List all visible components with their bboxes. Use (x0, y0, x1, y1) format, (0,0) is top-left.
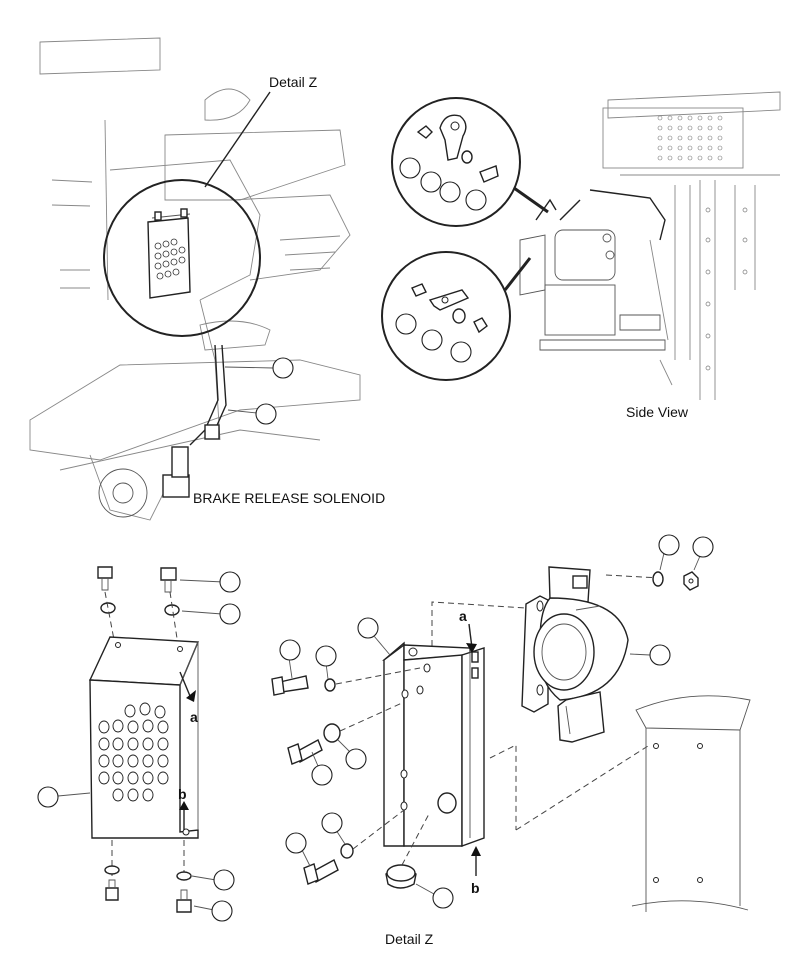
brake-release-solenoid-label: BRAKE RELEASE SOLENOID (193, 490, 385, 506)
side-view-title: Side View (626, 404, 689, 420)
callout-bubble (345, 748, 367, 770)
callout-bubble (37, 786, 59, 808)
callout-bubble (439, 181, 461, 203)
side-view-upper-magnifier (391, 97, 521, 227)
arrow-label-b-right: b (471, 880, 480, 896)
side-view: Side View (381, 91, 781, 420)
detail-z-title-bottom: Detail Z (385, 931, 434, 947)
detail-z-magnifier (103, 179, 261, 337)
callout-bubble (311, 764, 333, 786)
side-view-lower-magnifier (381, 251, 511, 381)
callout-bubble (399, 157, 421, 179)
brake-release-solenoid-shape (162, 474, 190, 498)
arrow-label-b-left: b (178, 786, 187, 802)
machine-overview: Detail Z BRAKE RELEASE SOLENOID (29, 37, 385, 521)
callout-bubble (219, 571, 241, 593)
callout-bubble (321, 812, 343, 834)
callout-bubble (420, 171, 442, 193)
callout-bubble (465, 189, 487, 211)
callout-bubble (450, 341, 472, 363)
callout-bubble (219, 603, 241, 625)
callout-bubble (315, 645, 337, 667)
callout-bubble (421, 329, 443, 351)
detail-z-title-top: Detail Z (269, 74, 318, 90)
bracket-solenoid-assembly: a b (271, 534, 751, 947)
callout-bubble (272, 357, 294, 379)
arrow-label-a-right: a (459, 608, 467, 624)
perforated-cover-assembly: a b (37, 566, 241, 922)
callout-bubble (255, 403, 277, 425)
callout-bubble (395, 313, 417, 335)
callout-bubble (285, 832, 307, 854)
callout-bubble (279, 639, 301, 661)
callout-bubble (213, 869, 235, 891)
callout-bubble (432, 887, 454, 909)
callout-bubble (211, 900, 233, 922)
callout-bubble (649, 644, 671, 666)
arrow-label-a-left: a (190, 709, 198, 725)
callout-bubble (658, 534, 680, 556)
callout-bubble (357, 617, 379, 639)
callout-bubble (692, 536, 714, 558)
